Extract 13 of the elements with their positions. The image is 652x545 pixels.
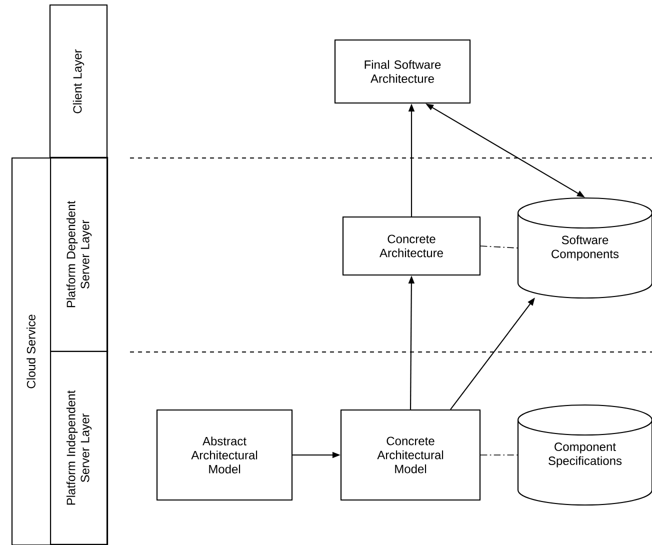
layer-band: Platform Independent Server Layer	[50, 350, 108, 545]
node-label: Software Components	[552, 235, 619, 261]
process-box: Final Software Architecture	[334, 39, 471, 104]
database-cylinder: Software Components	[517, 197, 652, 299]
process-box: Abstract Architectural Model	[156, 409, 293, 501]
database-cylinder: Component Specifications	[517, 404, 652, 506]
layer-band: Platform Dependent Server Layer	[50, 156, 108, 352]
layer-band: Client Layer	[49, 4, 108, 159]
process-box: Concrete Architecture	[342, 216, 481, 276]
connector-line	[480, 246, 518, 248]
process-box: Concrete Architectural Model	[340, 409, 481, 501]
connector-line	[480, 454, 518, 456]
node-label: Component Specifications	[548, 442, 622, 468]
